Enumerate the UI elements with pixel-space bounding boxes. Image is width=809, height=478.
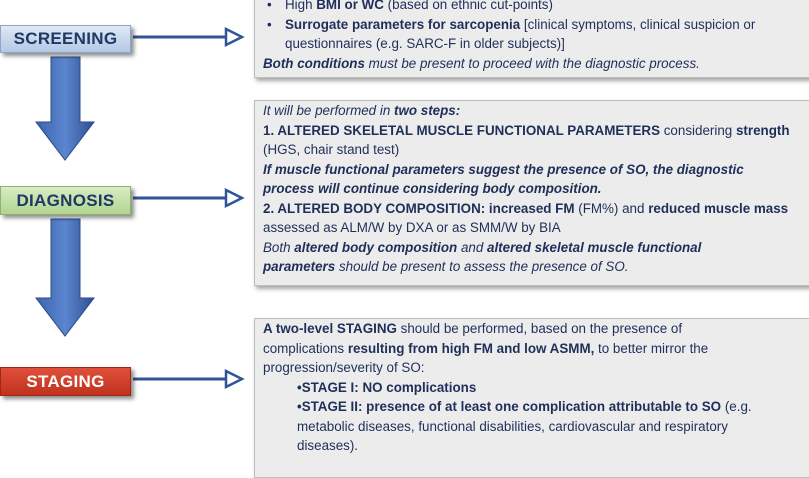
staging-line-2: complications resulting from high FM and… — [263, 340, 709, 356]
diagnosis-label: DIAGNOSIS — [16, 190, 115, 210]
staging-line-3: progression/severity of SO: — [263, 360, 425, 375]
screening-condition-note: Both conditions must be present to proce… — [263, 55, 700, 71]
arrow-diagnosis-to-panel — [133, 187, 245, 209]
arrow-screening-to-panel — [133, 26, 245, 48]
diagnosis-line-5: process will continue considering body c… — [263, 181, 602, 196]
staging-line-1: A two-level STAGING should be performed,… — [263, 321, 683, 336]
screening-label: SCREENING — [13, 29, 118, 48]
diagnosis-panel: It will be performed in two steps: 1. AL… — [254, 100, 809, 286]
staging-panel: A two-level STAGING should be performed,… — [254, 318, 809, 478]
diagnosis-line-4: If muscle functional parameters suggest … — [263, 161, 744, 177]
diagnosis-line-8: Both altered body composition and altere… — [263, 239, 702, 255]
diagnosis-line-2: 1. ALTERED SKELETAL MUSCLE FUNCTIONAL PA… — [263, 122, 790, 138]
screening-panel: • High BMI or WC (based on ethnic cut-po… — [254, 0, 809, 78]
staging-label: STAGING — [26, 371, 105, 391]
staging-box: STAGING — [0, 367, 131, 396]
diagnosis-line-1: It will be performed in two steps: — [263, 103, 461, 118]
stage-ii-detail-2: diseases). — [297, 438, 359, 453]
arrow-screening-to-diagnosis — [34, 56, 96, 161]
diagnosis-box: DIAGNOSIS — [0, 186, 131, 215]
screening-bullet-1: • High BMI or WC (based on ethnic cut-po… — [267, 0, 553, 12]
diagnosis-line-6: 2. ALTERED BODY COMPOSITION: increased F… — [263, 200, 789, 216]
stage-ii-item: •STAGE II: presence of at least one comp… — [297, 399, 752, 414]
screening-box: SCREENING — [0, 25, 131, 53]
arrow-diagnosis-to-staging — [34, 218, 96, 337]
diagnosis-line-9: parameters should be present to assess t… — [263, 259, 629, 274]
screening-bullet-2: • Surrogate parameters for sarcopenia [c… — [267, 16, 756, 52]
diagnosis-line-7: assessed as ALM/W by DXA or as SMM/W by … — [263, 220, 561, 235]
stage-i-item: •STAGE I: NO complications — [297, 379, 477, 395]
flow-arrows — [34, 26, 245, 390]
stage-ii-detail-1: metabolic diseases, functional disabilit… — [297, 418, 728, 434]
arrow-staging-to-panel — [133, 368, 245, 390]
diagnosis-line-3: (HGS, chair stand test) — [263, 142, 400, 157]
